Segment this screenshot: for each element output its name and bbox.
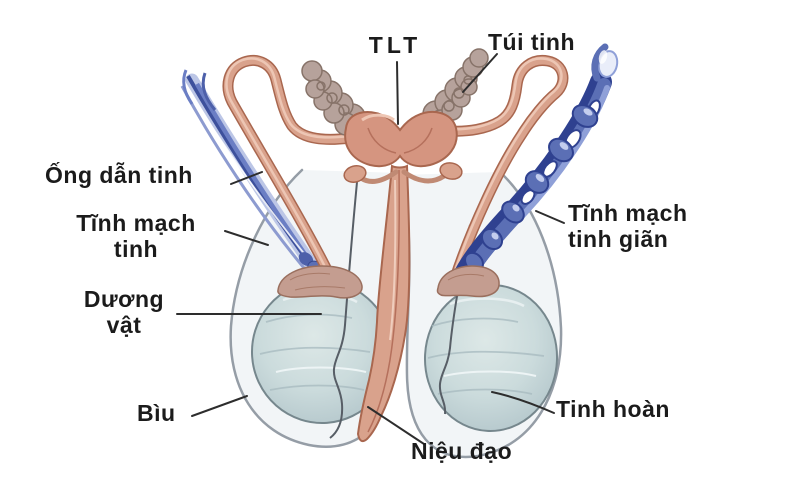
label-tinh-mach-tinh-line2: tinh xyxy=(113,235,159,262)
label-biu: Bìu xyxy=(137,400,176,426)
spermatic-veins-right-dilated xyxy=(452,43,619,289)
label-tlt: TLT xyxy=(368,32,422,58)
label-ong-dan-tinh: Ống dẫn tinh xyxy=(45,162,193,188)
leader-tinh-mach-tinh xyxy=(224,230,269,246)
label-tinh-mach-tinh-gian: Tĩnh mạch tinh giãn xyxy=(568,200,688,253)
leader-biu xyxy=(191,395,248,417)
label-tinh-mach-tinh-gian-line2: tinh giãn xyxy=(568,225,669,252)
bulbourethral-glands xyxy=(343,162,463,184)
label-duong-vat-line2: vật xyxy=(106,311,142,338)
label-tinh-mach-tinh-gian-line1: Tĩnh mạch xyxy=(568,200,688,226)
spermatic-veins-left xyxy=(180,69,325,278)
leader-nieu-dao xyxy=(367,406,425,445)
leader-lines xyxy=(176,53,565,445)
leader-ong-dan-tinh xyxy=(230,171,263,185)
label-tinh-mach-tinh: Tĩnh mạch tinh xyxy=(55,210,217,263)
leader-tlt xyxy=(396,61,399,125)
epididymis-left xyxy=(277,265,363,299)
testis-left xyxy=(250,280,394,424)
label-tinh-mach-tinh-line1: Tĩnh mạch xyxy=(76,210,196,236)
label-nieu-dao: Niệu đạo xyxy=(411,438,513,464)
leader-tui-tinh xyxy=(462,53,498,93)
urethra-shaft xyxy=(356,164,411,443)
leader-tinh-mach-tinh-gian xyxy=(535,210,565,224)
leader-tinh-hoan xyxy=(491,391,555,414)
vas-deferens-right xyxy=(444,54,569,284)
prostate xyxy=(344,111,458,168)
label-tinh-hoan: Tinh hoàn xyxy=(556,396,670,422)
label-duong-vat-line1: Dương xyxy=(83,286,165,312)
epididymis-right xyxy=(436,265,500,298)
label-tui-tinh: Túi tinh xyxy=(488,29,576,55)
label-duong-vat: Dương vật xyxy=(58,286,190,339)
vas-deferens-left xyxy=(222,54,356,282)
